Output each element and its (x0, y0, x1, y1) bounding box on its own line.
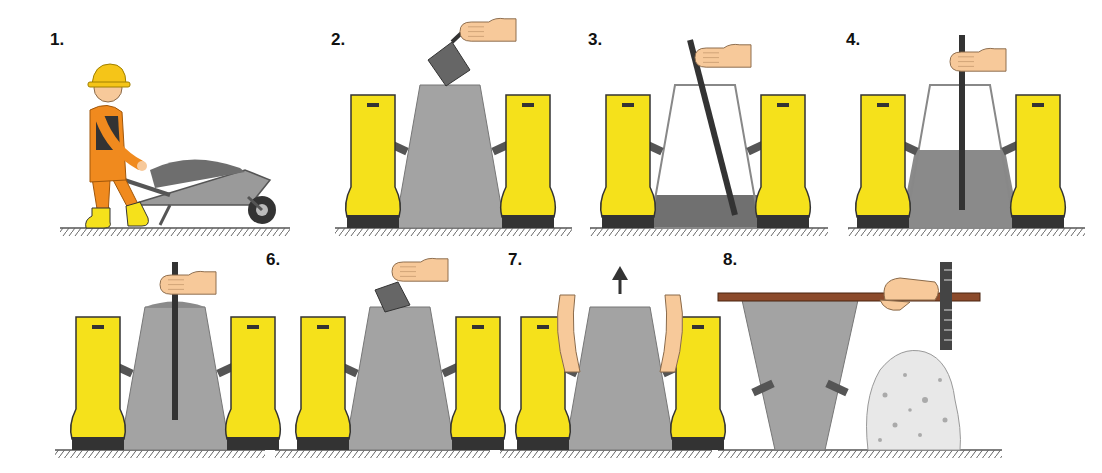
step-number: 3. (588, 30, 602, 50)
lifting-cone-step (516, 266, 726, 450)
step-number: 1. (50, 30, 64, 50)
rodding-top-layer (71, 262, 281, 450)
striking-off-step (296, 258, 506, 450)
step-number: 6. (266, 250, 280, 270)
rodding-first-layer (601, 40, 811, 228)
step-number: 7. (508, 250, 522, 270)
step-number: 2. (331, 30, 345, 50)
ground-hatch (55, 228, 1085, 458)
rodding-second-layer (856, 35, 1066, 228)
cone-filling-step (346, 18, 556, 228)
slump-measurement (718, 262, 980, 450)
worker-with-wheelbarrow (86, 64, 276, 228)
step-number: 8. (723, 250, 737, 270)
step-number: 4. (846, 30, 860, 50)
